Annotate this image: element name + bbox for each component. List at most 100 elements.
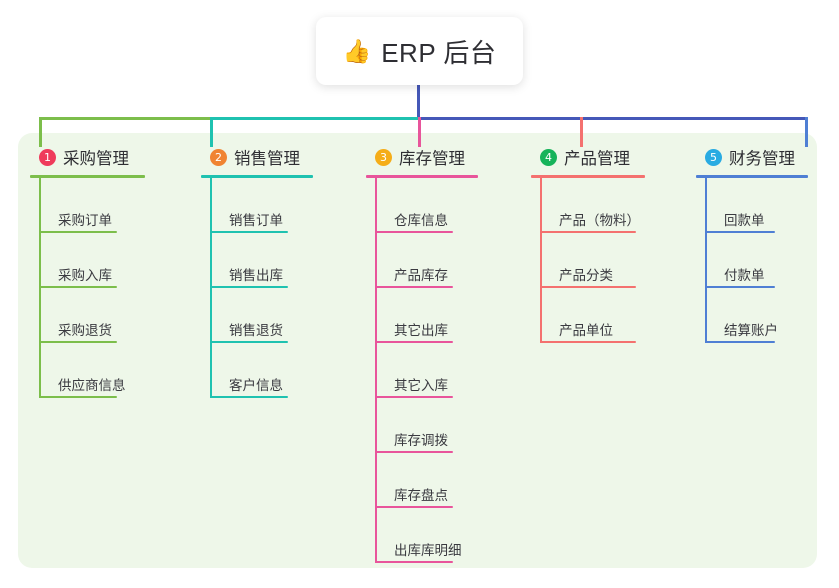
branch-item-rule [705,341,775,343]
branch-item-label: 回款单 [724,212,765,228]
branch-item[interactable]: 产品单位 [531,288,673,343]
branch-item-label: 供应商信息 [58,377,126,393]
branch-item-rule [540,231,636,233]
branch-spine [705,178,707,343]
branch-header-5[interactable]: 5 财务管理 [696,145,816,169]
branch-item[interactable]: 销售出库 [201,233,341,288]
connector-drop-4 [580,117,583,147]
branch-item-label: 销售订单 [229,212,283,228]
branch-item-label: 出库库明细 [394,542,462,558]
branch-item-label: 仓库信息 [394,212,448,228]
branch-item-rule [540,341,636,343]
connector-drop-1 [39,117,42,147]
branch-item[interactable]: 产品库存 [366,233,506,288]
branch-item-rule [375,561,453,563]
branch-item-label: 产品分类 [559,267,613,283]
branch-number-badge: 5 [705,148,722,166]
branch-item-rule [210,231,288,233]
branch-item[interactable]: 销售退货 [201,288,341,343]
branch-item-rule [375,341,453,343]
branch-item[interactable]: 销售订单 [201,178,341,233]
branch-item-label: 产品单位 [559,322,613,338]
branch-item[interactable]: 产品分类 [531,233,673,288]
branch-item[interactable]: 其它入库 [366,343,506,398]
branch-item-label: 其它入库 [394,377,448,393]
branch-item-rule [540,286,636,288]
branch-item-rule [210,396,288,398]
branch-item[interactable]: 付款单 [696,233,816,288]
connector-root-stem [417,85,420,120]
connector-drop-2 [210,117,213,147]
root-node-title: ERP 后台 [381,37,497,68]
branch-item-label: 库存调拨 [394,432,448,448]
connector-drop-3 [418,117,421,147]
branch-title: 财务管理 [729,150,795,168]
branch-items: 产品（物料） 产品分类产品单位 [531,178,673,343]
branch-item-label: 其它出库 [394,322,448,338]
branch-item-rule [705,286,775,288]
branch-header-rule [30,175,145,178]
branch-item-rule [39,341,117,343]
branch-item-rule [375,451,453,453]
connector-bus-segment-1 [39,117,210,120]
branch-number-badge: 3 [375,148,392,166]
branch-item-label: 采购订单 [58,212,112,228]
branch-item-rule [39,231,117,233]
branch-item-rule [375,286,453,288]
branch-item[interactable]: 库存调拨 [366,398,506,453]
branch-item[interactable]: 供应商信息 [30,343,178,398]
branch-item[interactable]: 采购退货 [30,288,178,343]
branch-column-5[interactable]: 5 财务管理回款单付款单结算账户 [696,145,816,343]
branch-item[interactable]: 回款单 [696,178,816,233]
branch-item[interactable]: 其它出库 [366,288,506,343]
branch-number-badge: 1 [39,148,56,166]
branch-item-label: 采购入库 [58,267,112,283]
branch-item[interactable]: 结算账户 [696,288,816,343]
branch-item-label: 客户信息 [229,377,283,393]
root-node-erp-backend[interactable]: 👍 ERP 后台 [316,17,523,85]
branch-item-label: 付款单 [724,267,765,283]
branch-number-badge: 4 [540,148,557,166]
branch-number-badge: 2 [210,148,227,166]
branch-item-rule [210,286,288,288]
branch-item[interactable]: 采购订单 [30,178,178,233]
branch-header-rule [531,175,645,178]
branch-spine [210,178,212,398]
branch-items: 采购订单采购入库采购退货供应商信息 [30,178,178,398]
branch-item-rule [375,231,453,233]
diagram-background-panel [18,133,817,568]
branch-items: 销售订单销售出库销售退货客户信息 [201,178,341,398]
branch-item-rule [210,341,288,343]
branch-item-rule [39,396,117,398]
thumbs-up-icon: 👍 [342,37,372,64]
branch-item-label: 产品（物料） [559,212,640,228]
branch-item-label: 销售出库 [229,267,283,283]
branch-header-rule [201,175,313,178]
branch-items: 回款单付款单结算账户 [696,178,816,343]
branch-item[interactable]: 采购入库 [30,233,178,288]
branch-item[interactable]: 产品（物料） [531,178,673,233]
branch-header-3[interactable]: 3 库存管理 [366,145,506,169]
branch-items: 仓库信息产品库存其它出库其它入库库存调拨库存盘点出库库明细 [366,178,506,563]
branch-item[interactable]: 库存盘点 [366,453,506,508]
branch-item-label: 库存盘点 [394,487,448,503]
connector-bus-segment-3 [418,117,805,120]
branch-item-rule [39,286,117,288]
branch-item-rule [705,231,775,233]
branch-header-rule [696,175,808,178]
branch-header-4[interactable]: 4 产品管理 [531,145,673,169]
branch-item[interactable]: 出库库明细 [366,508,506,563]
branch-title: 库存管理 [399,150,465,168]
branch-column-3[interactable]: 3 库存管理仓库信息产品库存其它出库其它入库库存调拨库存盘点出库库明细 [366,145,506,563]
branch-header-rule [366,175,478,178]
branch-column-4[interactable]: 4 产品管理产品（物料） 产品分类产品单位 [531,145,673,343]
branch-spine [375,178,377,563]
branch-item[interactable]: 仓库信息 [366,178,506,233]
branch-spine [540,178,542,343]
branch-title: 产品管理 [564,150,630,168]
branch-item[interactable]: 客户信息 [201,343,341,398]
